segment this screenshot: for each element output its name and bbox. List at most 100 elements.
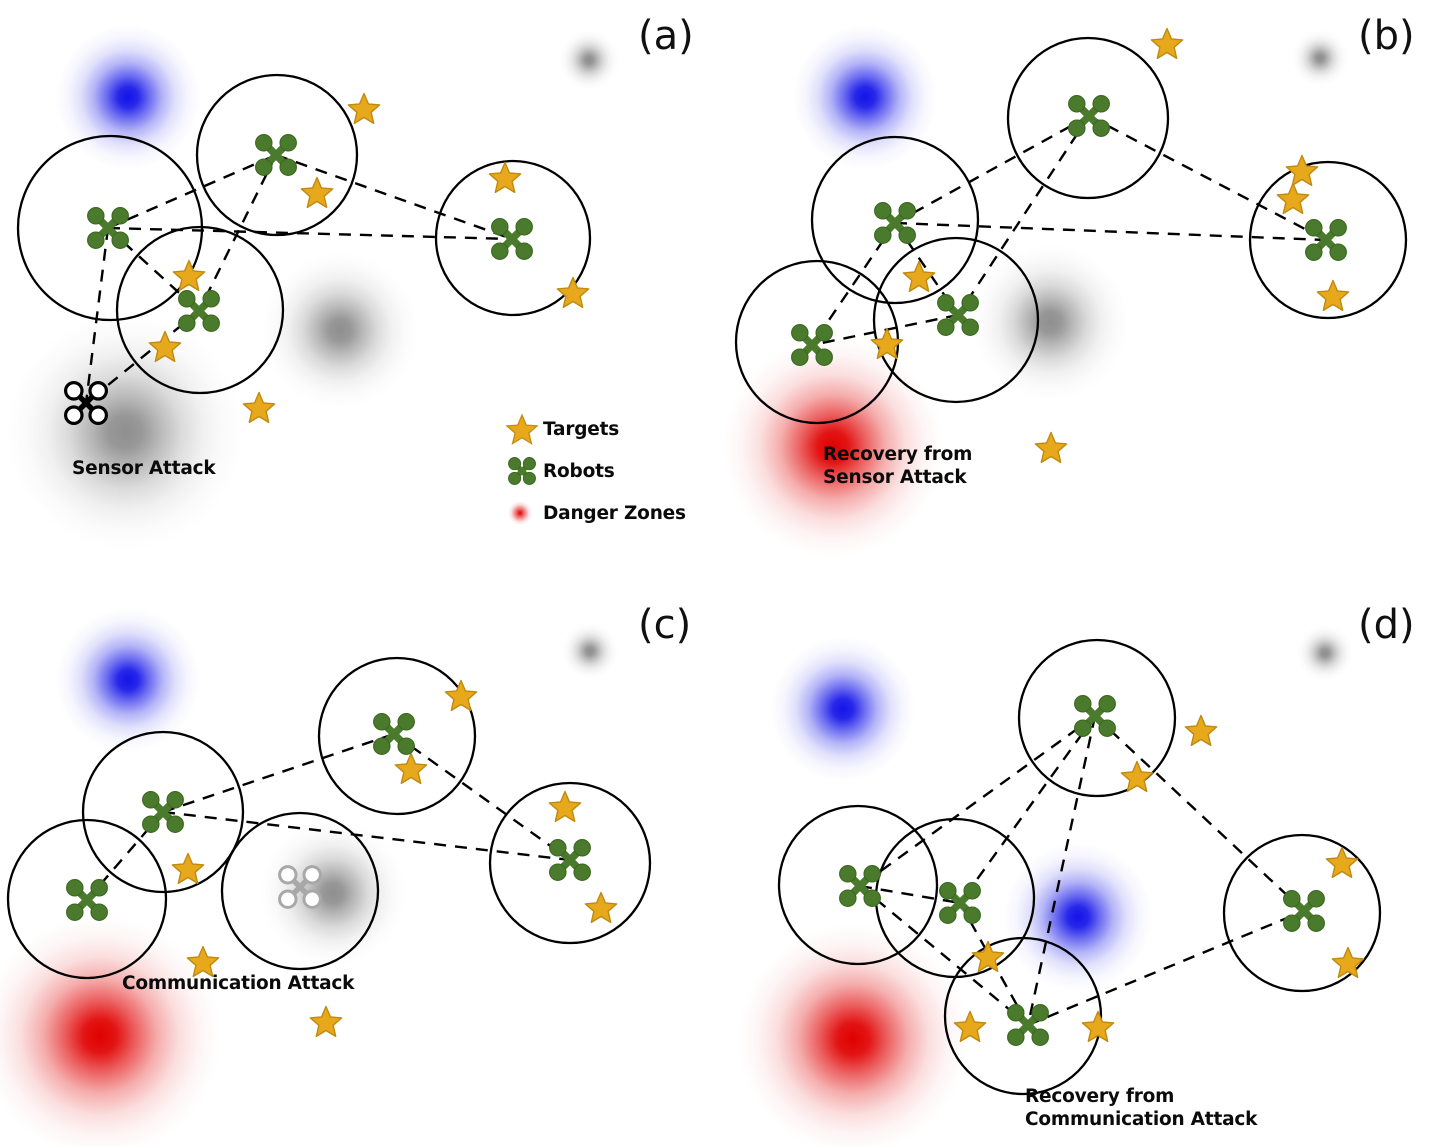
panel-d-caption: Recovery from Communication Attack xyxy=(1025,1086,1258,1130)
sensing-range-circle xyxy=(777,804,939,966)
quadcopter-icon xyxy=(839,865,881,907)
quadcopter-icon xyxy=(505,454,539,488)
quadcopter-icon xyxy=(1074,695,1116,737)
sensing-range-circle xyxy=(872,236,1040,404)
communication-link xyxy=(1094,715,1305,912)
target-star-icon xyxy=(488,161,522,194)
communication-link xyxy=(859,885,1029,1026)
target-star-icon xyxy=(347,92,381,125)
sensing-range-circle xyxy=(1222,833,1382,993)
disabled-quadcopter-icon xyxy=(278,865,322,909)
communication-link xyxy=(1026,715,1097,1026)
sensing-range-circle xyxy=(1006,36,1170,200)
targets-group xyxy=(171,679,618,1038)
sensing-range-circle xyxy=(81,730,245,894)
target-star-icon xyxy=(902,260,936,293)
danger-zones-group xyxy=(738,625,1353,1146)
sensing-range-circle xyxy=(317,656,477,816)
panel-b-label: (b) xyxy=(1358,13,1415,59)
quadcopter-icon xyxy=(1068,95,1110,137)
target-star-icon xyxy=(971,940,1005,973)
quadcopter-icon xyxy=(1007,1004,1049,1046)
grey-zone xyxy=(1297,625,1353,681)
danger-zones-group xyxy=(7,25,619,550)
quadcopter-icon xyxy=(87,207,129,249)
target-star-icon xyxy=(444,679,478,712)
grey-zone xyxy=(262,252,418,408)
legend-row-danger-zones: Danger Zones xyxy=(505,492,715,534)
target-star-icon xyxy=(1285,154,1319,187)
panel-b: (b) Recovery from Sensor Attack xyxy=(720,0,1440,573)
target-star-icon xyxy=(1081,1010,1115,1043)
sensing-circles-group xyxy=(734,36,1408,425)
panel-d-label: (d) xyxy=(1358,602,1415,648)
danger-zone xyxy=(0,916,220,1146)
sensing-range-circle xyxy=(810,135,980,305)
target-star-icon xyxy=(1276,182,1310,215)
legend-label-danger-zones: Danger Zones xyxy=(543,502,686,524)
communication-link xyxy=(1088,114,1327,242)
target-star-icon xyxy=(1034,431,1068,464)
panel-a-label: (a) xyxy=(638,13,694,59)
star-icon xyxy=(505,412,539,446)
target-star-icon xyxy=(1316,279,1350,312)
communication-link xyxy=(393,733,571,861)
communication-links-group xyxy=(86,732,571,901)
communication-link xyxy=(162,732,395,814)
target-star-icon xyxy=(394,752,428,785)
target-star-icon xyxy=(1150,27,1184,60)
robots-group xyxy=(791,95,1347,366)
target-star-icon xyxy=(1120,760,1154,793)
blue-zone xyxy=(56,608,200,752)
panel-a: (a) Sensor Attack Targets xyxy=(0,0,720,573)
quadcopter-icon xyxy=(373,713,415,755)
target-star-icon xyxy=(186,945,220,978)
quadcopter-icon xyxy=(937,294,979,336)
sensing-range-circle xyxy=(115,225,285,395)
target-star-icon xyxy=(1184,714,1218,747)
sensing-range-circle xyxy=(488,781,652,945)
quadcopter-icon xyxy=(255,134,297,176)
target-star-icon xyxy=(242,391,276,424)
sensing-range-circle xyxy=(6,818,168,980)
danger-zone-icon xyxy=(505,496,539,530)
target-star-icon xyxy=(300,176,334,209)
quadcopter-icon xyxy=(939,882,981,924)
sensing-circles-group xyxy=(6,656,652,980)
grey-zone xyxy=(7,314,243,550)
target-star-icon xyxy=(1331,946,1365,979)
targets-group xyxy=(953,714,1365,1043)
target-star-icon xyxy=(309,1005,343,1038)
quadcopter-icon xyxy=(142,791,184,833)
quadcopter-icon xyxy=(66,879,108,921)
target-star-icon xyxy=(584,891,618,924)
blue-zone xyxy=(793,25,937,169)
communication-link xyxy=(84,227,110,404)
quadcopter-icon xyxy=(549,839,591,881)
panel-c-label: (c) xyxy=(638,602,692,648)
legend-label-targets: Targets xyxy=(543,418,620,440)
quadcopter-icon xyxy=(1305,219,1347,261)
danger-zone xyxy=(723,337,943,557)
target-star-icon xyxy=(171,852,205,885)
target-star-icon xyxy=(548,790,582,823)
robots-group xyxy=(839,695,1325,1046)
attacked-quadcopter-icon xyxy=(64,380,108,425)
communication-link xyxy=(859,715,1096,887)
panel-a-caption: Sensor Attack xyxy=(72,458,216,479)
danger-zones-group xyxy=(723,25,1348,557)
targets-group xyxy=(148,92,590,424)
grey-zone xyxy=(559,30,619,90)
panel-c-graphics xyxy=(0,608,652,1146)
quadcopter-icon xyxy=(1283,890,1325,932)
quadcopter-icon xyxy=(874,202,916,244)
sensing-range-circle xyxy=(195,73,359,237)
panel-b-caption: Recovery from Sensor Attack xyxy=(823,444,973,488)
communication-link xyxy=(162,810,571,862)
sensing-range-circle xyxy=(1017,638,1177,798)
target-star-icon xyxy=(953,1010,987,1043)
grey-zone xyxy=(1292,30,1348,86)
communication-link xyxy=(811,313,959,347)
legend-label-robots: Robots xyxy=(543,460,615,482)
